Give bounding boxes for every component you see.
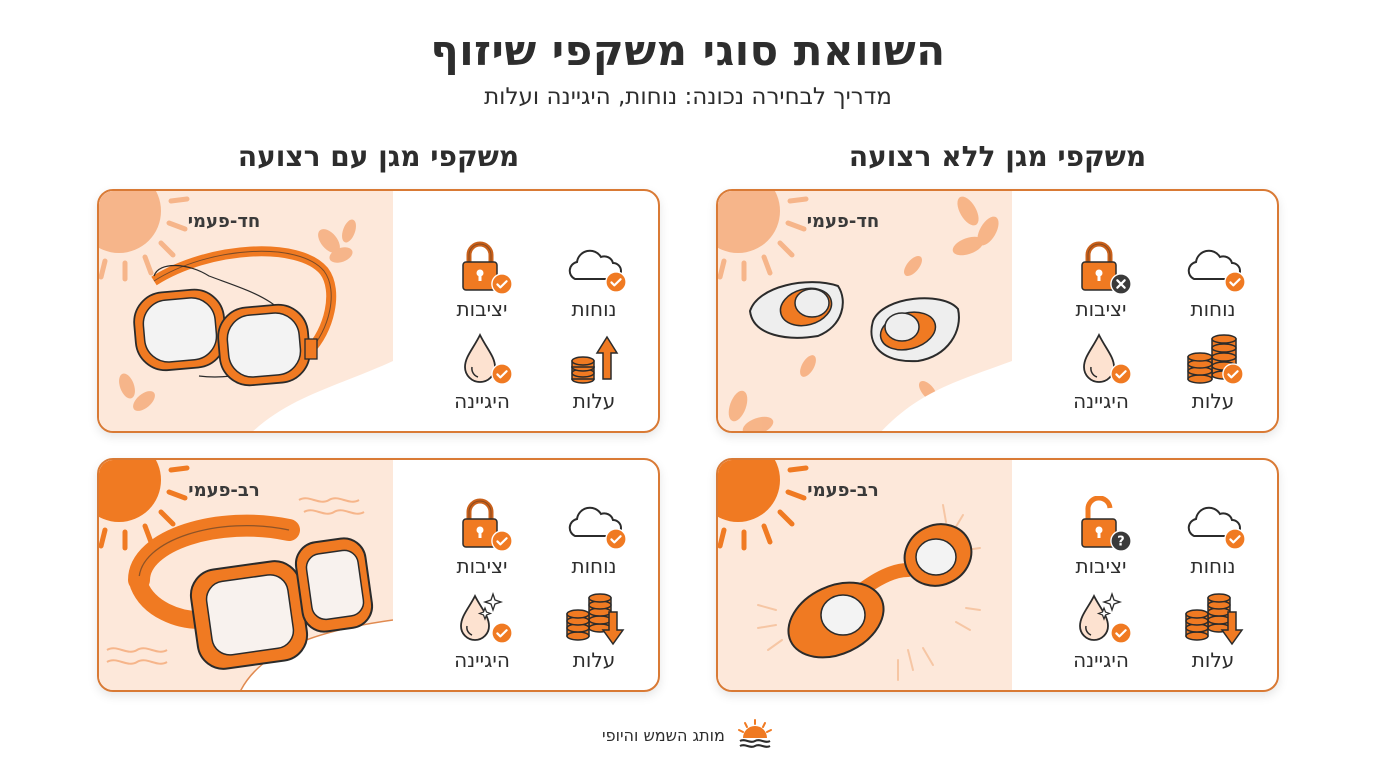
card-illustration: חד-פעמי [718, 191, 1012, 431]
feature-comfort: נוחות [1158, 496, 1268, 578]
feature-hygiene: היגיינה [427, 331, 537, 413]
type-label: חד-פעמי [806, 211, 880, 232]
feature-comfort: נוחות [1158, 239, 1268, 321]
cloud-icon [1178, 496, 1246, 550]
eyecup-right [870, 297, 960, 363]
feature-comfort: נוחות [539, 239, 649, 321]
card-illustration: חד-פעמי [99, 191, 393, 431]
unlock-icon [1066, 496, 1132, 552]
drop-sparkle-icon [447, 590, 513, 644]
card-no-strap-reusable: רב-פעמי נוחות יציבות עלות היגיינה [716, 458, 1279, 692]
eyecup-left [748, 281, 844, 339]
coins-down-icon [1178, 590, 1248, 646]
coins-up-icon [559, 331, 629, 387]
card-strap-reusable: רב-פעמי נוחות יציבות עלות היגיינה [97, 458, 660, 692]
feature-label: יציבות [456, 554, 508, 578]
feature-label: נוחות [1190, 297, 1236, 321]
drop-icon [447, 331, 513, 385]
feature-label: היגיינה [454, 389, 510, 413]
sun-wave-logo-icon [737, 719, 772, 748]
feature-hygiene: היגיינה [1046, 331, 1156, 413]
feature-stability: יציבות [1046, 496, 1156, 578]
feature-cost: עלות [1158, 590, 1268, 672]
lock-icon [447, 239, 513, 295]
feature-comfort: נוחות [539, 496, 649, 578]
type-label: רב-פעמי [188, 480, 260, 501]
feature-label: היגיינה [1073, 389, 1129, 413]
coins-down-icon [559, 590, 629, 646]
lock-icon [1066, 239, 1132, 295]
brand-name: מותג השמש והיופי [602, 725, 725, 745]
feature-stability: יציבות [1046, 239, 1156, 321]
cloud-icon [559, 239, 627, 293]
page-subtitle: מדריך לבחירה נכונה: נוחות, היגיינה ועלות [484, 84, 892, 110]
cloud-icon [1178, 239, 1246, 293]
feature-label: נוחות [571, 554, 617, 578]
card-no-strap-disposable: חד-פעמי נוחות יציבות עלות היגיינה [716, 189, 1279, 433]
feature-stability: יציבות [427, 496, 537, 578]
feature-label: עלות [1191, 648, 1235, 672]
feature-label: יציבות [1075, 297, 1127, 321]
feature-hygiene: היגיינה [427, 590, 537, 672]
type-label: רב-פעמי [807, 480, 879, 501]
feature-label: נוחות [571, 297, 617, 321]
feature-stability: יציבות [427, 239, 537, 321]
type-label: חד-פעמי [187, 211, 261, 232]
feature-cost: עלות [539, 331, 649, 413]
feature-hygiene: היגיינה [1046, 590, 1156, 672]
feature-cost: עלות [1158, 331, 1268, 413]
coins-icon [1178, 331, 1244, 385]
feature-label: נוחות [1190, 554, 1236, 578]
drop-icon [1066, 331, 1132, 385]
feature-label: היגיינה [1073, 648, 1129, 672]
feature-label: עלות [572, 648, 616, 672]
card-strap-disposable: חד-פעמי נוחות יציבות עלות היגיינה [97, 189, 660, 433]
card-illustration: רב-פעמי [99, 460, 393, 690]
feature-label: היגיינה [454, 648, 510, 672]
feature-label: יציבות [1075, 554, 1127, 578]
column-title-no-strap: משקפי מגן ללא רצועה [848, 140, 1147, 173]
feature-label: עלות [1191, 389, 1235, 413]
feature-label: יציבות [456, 297, 508, 321]
feature-cost: עלות [539, 590, 649, 672]
lock-icon [447, 496, 513, 552]
cloud-icon [559, 496, 627, 550]
drop-sparkle-icon [1066, 590, 1132, 644]
brand-footer: מותג השמש והיופי [0, 718, 1376, 752]
card-illustration: רב-פעמי [718, 460, 1012, 690]
page-title: השוואת סוגי משקפי שיזוף [430, 26, 946, 75]
feature-label: עלות [572, 389, 616, 413]
column-title-with-strap: משקפי מגן עם רצועה [237, 140, 520, 173]
